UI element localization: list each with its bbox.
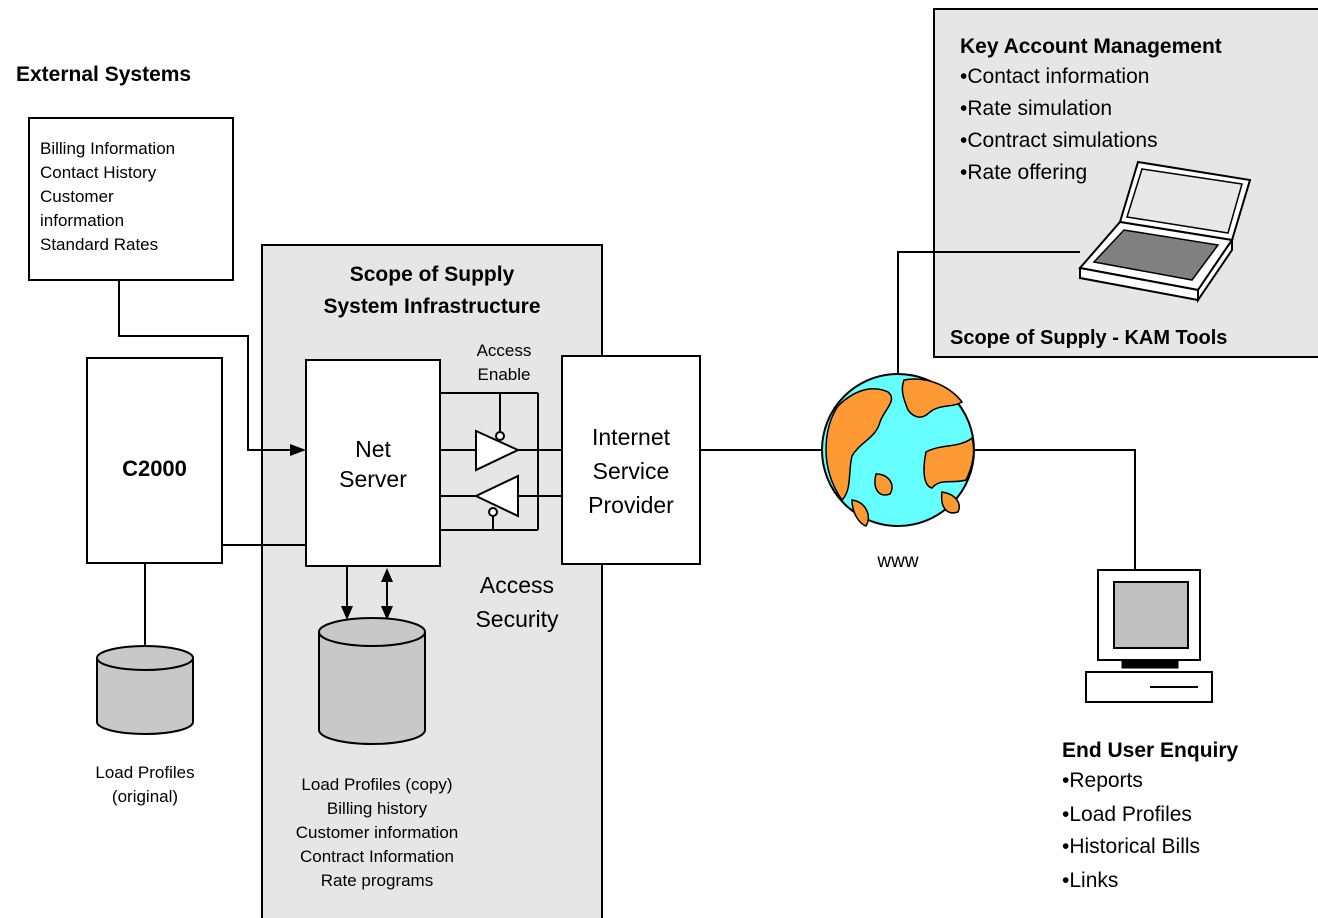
- access-security-line1: Access: [479, 572, 555, 598]
- kam-item: •Rate simulation: [960, 97, 1113, 120]
- globe-icon: [821, 373, 975, 527]
- end-user-title: End User Enquiry: [1062, 739, 1239, 762]
- external-systems-box: [28, 117, 234, 281]
- access-enable-line1: Access: [476, 341, 532, 360]
- kam-footer: Scope of Supply - KAM Tools: [950, 327, 1228, 349]
- kam-tools-panel: [933, 8, 1318, 358]
- buffer-outbound-icon: [475, 429, 521, 472]
- kam-title: Key Account Management: [960, 35, 1222, 58]
- buffer-inbound-bubble: [488, 507, 498, 517]
- end-user-item: •Load Profiles: [1062, 803, 1192, 826]
- isp-line2: Service: [592, 458, 670, 484]
- connectors: [118, 251, 1136, 645]
- c2000-label: C2000: [122, 456, 187, 481]
- isp-line3: Provider: [588, 492, 674, 518]
- external-line: Standard Rates: [40, 235, 159, 254]
- external-systems-list: Billing Information Contact History Cust…: [40, 140, 175, 260]
- scope-db-icon: [318, 617, 426, 745]
- db-line: Contract Information: [299, 847, 454, 866]
- desktop-computer-icon: [1085, 569, 1213, 703]
- db-line: Rate programs: [320, 871, 434, 890]
- external-line: information: [40, 211, 125, 230]
- kam-item: •Rate offering: [960, 161, 1088, 184]
- buffer-enable-bubble: [495, 431, 505, 441]
- net-server-box: [305, 359, 441, 567]
- scope-title-line2: System Infrastructure: [323, 295, 541, 318]
- end-user-item: •Historical Bills: [1062, 835, 1201, 858]
- kam-item: •Contract simulations: [960, 129, 1158, 152]
- c2000-box: [86, 357, 223, 564]
- db-line: Customer information: [295, 823, 459, 842]
- db-line: Billing history: [326, 799, 428, 818]
- arrow-down-db-2: [381, 606, 393, 620]
- isp-box: [561, 355, 701, 565]
- external-line: Contact History: [40, 163, 157, 182]
- arrow-up-server: [381, 568, 393, 582]
- end-user-item: •Links: [1062, 869, 1119, 892]
- load-profiles-original-db-icon: [96, 645, 194, 735]
- isp-line1: Internet: [592, 424, 670, 450]
- access-enable-line2: Enable: [477, 365, 531, 384]
- laptop-icon: [1078, 160, 1252, 304]
- load-profiles-original-line2: (original): [111, 787, 179, 806]
- scope-db-contents: Load Profiles (copy) Billing history Cus…: [262, 776, 492, 896]
- kam-item: •Contact information: [960, 65, 1150, 88]
- load-profiles-original-line1: Load Profiles: [95, 763, 195, 782]
- arrow-down-db: [341, 606, 353, 620]
- scope-infrastructure-panel: [261, 244, 603, 918]
- db-line: Load Profiles (copy): [301, 775, 453, 794]
- www-label: www: [877, 551, 919, 572]
- net-server-line1: Net: [355, 436, 391, 462]
- end-user-item: •Reports: [1062, 769, 1143, 792]
- external-systems-heading: External Systems: [16, 63, 192, 86]
- scope-title-line1: Scope of Supply: [349, 263, 515, 286]
- net-server-line2: Server: [339, 466, 407, 492]
- external-line: Billing Information: [40, 139, 176, 158]
- buffer-inbound-icon: [473, 474, 519, 518]
- access-security-line2: Security: [475, 606, 559, 632]
- arrow-into-net-server: [290, 444, 306, 456]
- external-line: Customer: [40, 187, 114, 206]
